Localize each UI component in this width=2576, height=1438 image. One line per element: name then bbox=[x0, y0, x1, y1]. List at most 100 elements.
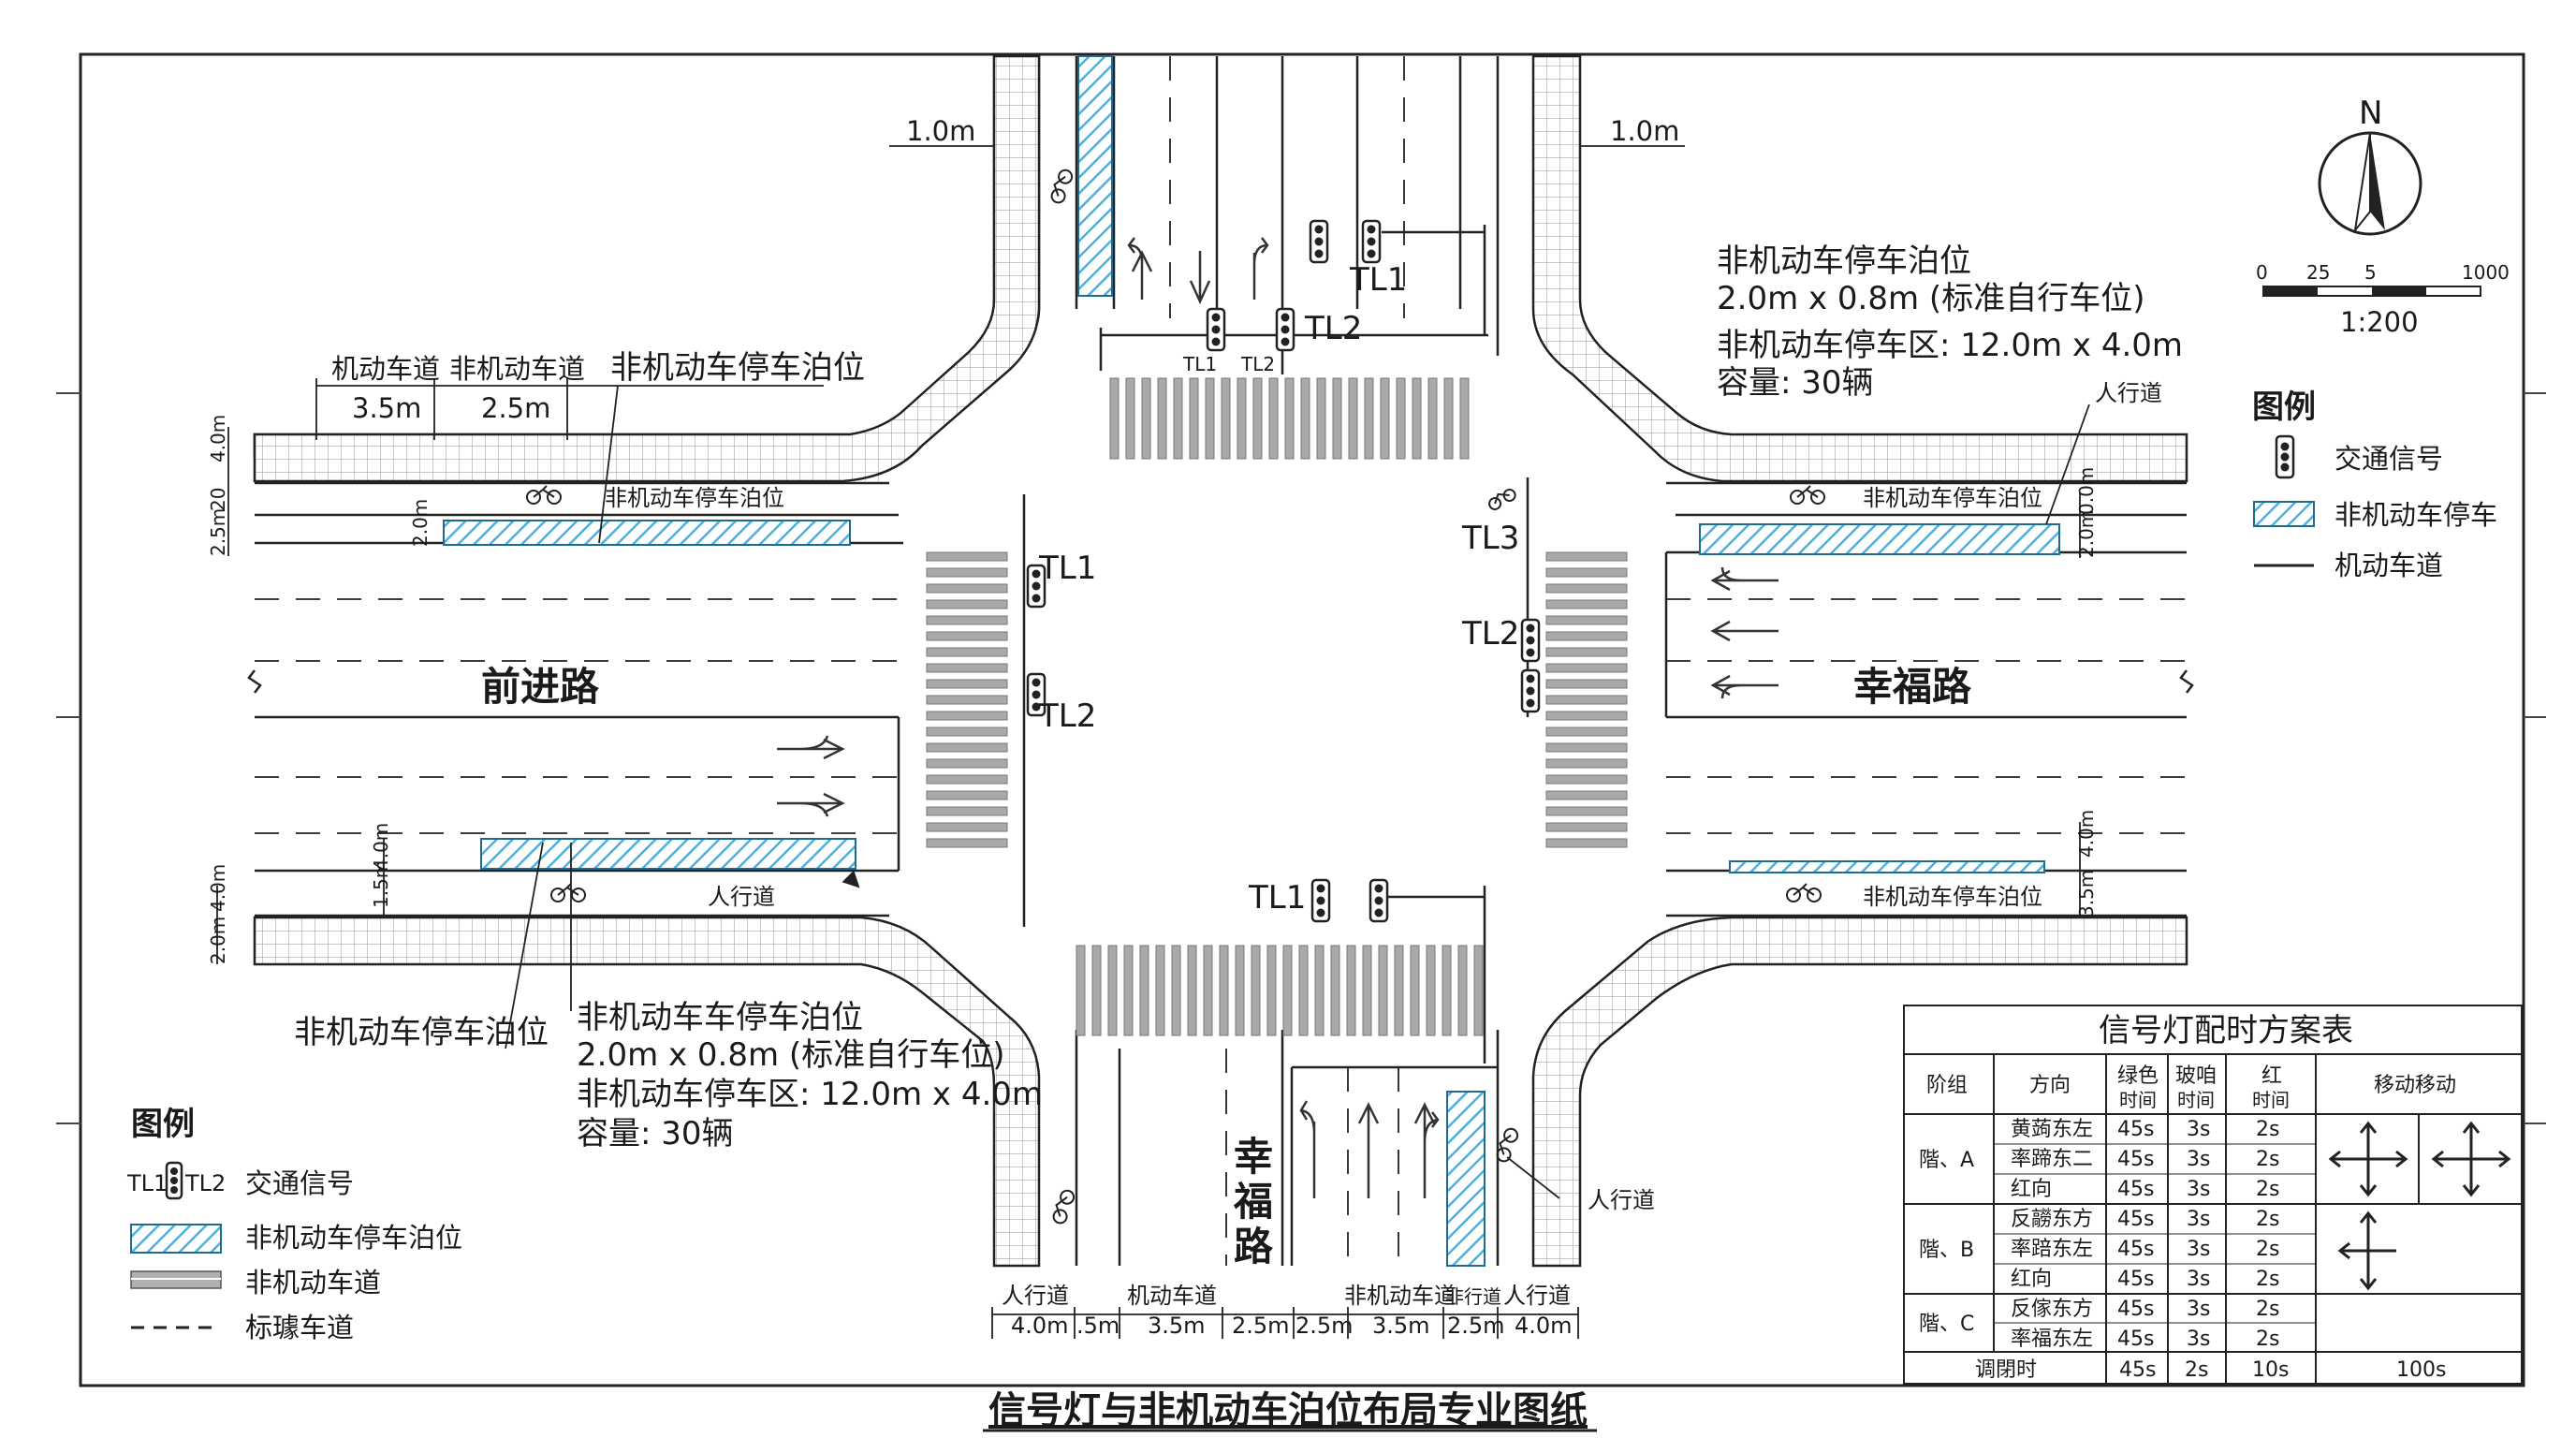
timing-cell-group: 階、A bbox=[1919, 1149, 1974, 1172]
dim-west-lv3: 4.0m bbox=[207, 864, 229, 912]
dim-west-lv1: 1.5m bbox=[370, 860, 392, 908]
timing-cell-direction: 率踣东左 bbox=[2011, 1238, 2093, 1261]
crosswalk-stripe bbox=[1171, 945, 1181, 1036]
signal-label-north-1: TL1 bbox=[1349, 261, 1407, 299]
legend-left-item-1: 交通信号 bbox=[245, 1167, 354, 1199]
road-name-south-2: 福 bbox=[1233, 1179, 1273, 1225]
signal-label-east-3: TL3 bbox=[1461, 520, 1519, 557]
dim-west-motor-label: 机动车道 bbox=[331, 353, 440, 385]
traffic-signal-icon bbox=[1275, 307, 1295, 352]
timing-footer-yellow: 2s bbox=[2185, 1358, 2208, 1382]
sidewalk-label-east: 人行道 bbox=[2095, 380, 2162, 406]
crosswalk-stripe bbox=[1187, 945, 1197, 1036]
crosswalk-stripe bbox=[1545, 758, 1628, 769]
crosswalk-stripe bbox=[1284, 377, 1295, 460]
crosswalk-stripe bbox=[1300, 377, 1310, 460]
timing-cell-direction: 率福东左 bbox=[2011, 1328, 2093, 1351]
timing-cell-value: 45s bbox=[2117, 1298, 2154, 1321]
crosswalk-stripe bbox=[926, 583, 1008, 594]
parking-east-top bbox=[1699, 523, 2060, 555]
crosswalk-stripe bbox=[1237, 377, 1247, 460]
traffic-signal-icon bbox=[1368, 878, 1389, 923]
crosswalk-stripe bbox=[926, 806, 1008, 816]
crosswalk-stripe bbox=[1410, 945, 1420, 1036]
crosswalk-stripe bbox=[1107, 945, 1118, 1036]
info-sw-line3: 非机动车停车区: 12.0m x 4.0m bbox=[577, 1076, 1043, 1113]
legend-right-item-1: 交通信号 bbox=[2334, 443, 2443, 475]
crosswalk-stripe bbox=[1545, 790, 1628, 800]
crosswalk-stripe bbox=[1396, 377, 1406, 460]
timing-footer-green: 45s bbox=[2119, 1358, 2156, 1382]
crosswalk-stripe bbox=[1545, 679, 1628, 689]
dim-west-v3: 2.5m bbox=[207, 508, 229, 556]
timing-cell-value: 45s bbox=[2117, 1178, 2154, 1201]
crosswalk-stripe bbox=[1316, 377, 1326, 460]
dim-west-v2: 20 bbox=[207, 488, 229, 511]
dim-top-left: 1.0m bbox=[906, 115, 975, 147]
timing-table-grid bbox=[1903, 1005, 2523, 1385]
crosswalk-stripe bbox=[1545, 631, 1628, 641]
timing-cell-value: 45s bbox=[2117, 1328, 2154, 1351]
timing-cell-value: 2s bbox=[2256, 1148, 2279, 1171]
signal-label-east-2: TL2 bbox=[1461, 615, 1519, 653]
crosswalk-stripe bbox=[926, 695, 1008, 705]
crosswalk-stripe bbox=[1545, 695, 1628, 705]
traffic-signal-icon bbox=[1520, 668, 1541, 713]
crosswalk-stripe bbox=[926, 567, 1008, 578]
crosswalk-stripe bbox=[1282, 945, 1293, 1036]
crosswalk-stripe bbox=[1252, 377, 1263, 460]
timing-cell-value: 2s bbox=[2256, 1118, 2279, 1141]
crosswalk-stripe bbox=[1545, 663, 1628, 673]
scale-ratio: 1:200 bbox=[2340, 306, 2419, 338]
dim-west-lv4: 2.0m bbox=[207, 917, 229, 964]
legend-right-title: 图例 bbox=[2252, 389, 2316, 426]
crosswalk-stripe bbox=[1362, 945, 1372, 1036]
crosswalk-stripe bbox=[1123, 945, 1134, 1036]
crosswalk-stripe bbox=[1189, 377, 1199, 460]
drawing-title: 信号灯与非机动车泊位布局专业图纸 bbox=[988, 1389, 1588, 1432]
crosswalk-stripe bbox=[1219, 945, 1229, 1036]
dimension-lines bbox=[216, 145, 2090, 1339]
crosswalk-stripe bbox=[1364, 377, 1374, 460]
timing-header-group: 阶组 bbox=[1926, 1074, 1968, 1097]
crosswalk-stripe bbox=[1076, 945, 1086, 1036]
traffic-signal-icon bbox=[1206, 307, 1226, 352]
timing-cell-value: 3s bbox=[2187, 1268, 2210, 1291]
timing-cell-value: 2s bbox=[2256, 1208, 2279, 1231]
crosswalk-stripe bbox=[1545, 838, 1628, 848]
signal-label-west-2: TL2 bbox=[1038, 697, 1096, 735]
crosswalk-stripe bbox=[1125, 377, 1135, 460]
crosswalk-stripe bbox=[1266, 945, 1277, 1036]
crosswalk-stripe bbox=[1203, 945, 1213, 1036]
crosswalk-stripe bbox=[1378, 945, 1388, 1036]
crosswalk-stripe bbox=[926, 599, 1008, 609]
dim-west-bike-width: 2.5m bbox=[481, 392, 550, 424]
crosswalk-stripe bbox=[926, 774, 1008, 785]
sidewalks bbox=[253, 54, 2188, 1268]
timing-footer-red: 10s bbox=[2252, 1358, 2289, 1382]
crosswalk-stripe bbox=[1314, 945, 1325, 1036]
road-name-south-3: 路 bbox=[1234, 1224, 1274, 1269]
crosswalk-stripe bbox=[1457, 945, 1468, 1036]
road-name-west: 前进路 bbox=[481, 664, 600, 710]
crosswalk-stripe bbox=[1427, 377, 1438, 460]
dim-west-v4: 2.0m bbox=[409, 499, 432, 547]
crosswalk-stripe bbox=[1473, 945, 1484, 1036]
timing-subheader-yellow: 时间 bbox=[2177, 1089, 2215, 1111]
movement-arrows bbox=[2328, 1121, 2511, 1291]
timing-cell-value: 2s bbox=[2256, 1328, 2279, 1351]
timing-cell-value: 45s bbox=[2117, 1268, 2154, 1291]
signal-label-north-small-1: TL1 bbox=[1182, 353, 1217, 375]
traffic-signals bbox=[1022, 225, 1530, 1064]
bike-parking-areas bbox=[443, 55, 2060, 1267]
dim-bottom-value-2: .5m bbox=[1076, 1313, 1120, 1339]
scale-tick-4: 1000 bbox=[2462, 261, 2510, 284]
crosswalk-stripe bbox=[1545, 567, 1628, 578]
crosswalk-stripe bbox=[1545, 599, 1628, 609]
crosswalk-stripe bbox=[1141, 377, 1151, 460]
crosswalk-stripe bbox=[1545, 583, 1628, 594]
dim-east-v2: 2.0m bbox=[2075, 510, 2098, 558]
crosswalk-stripe bbox=[1545, 711, 1628, 721]
info-sw-line1: 非机动车车停车泊位 bbox=[577, 999, 863, 1036]
parking-north bbox=[1077, 55, 1113, 297]
